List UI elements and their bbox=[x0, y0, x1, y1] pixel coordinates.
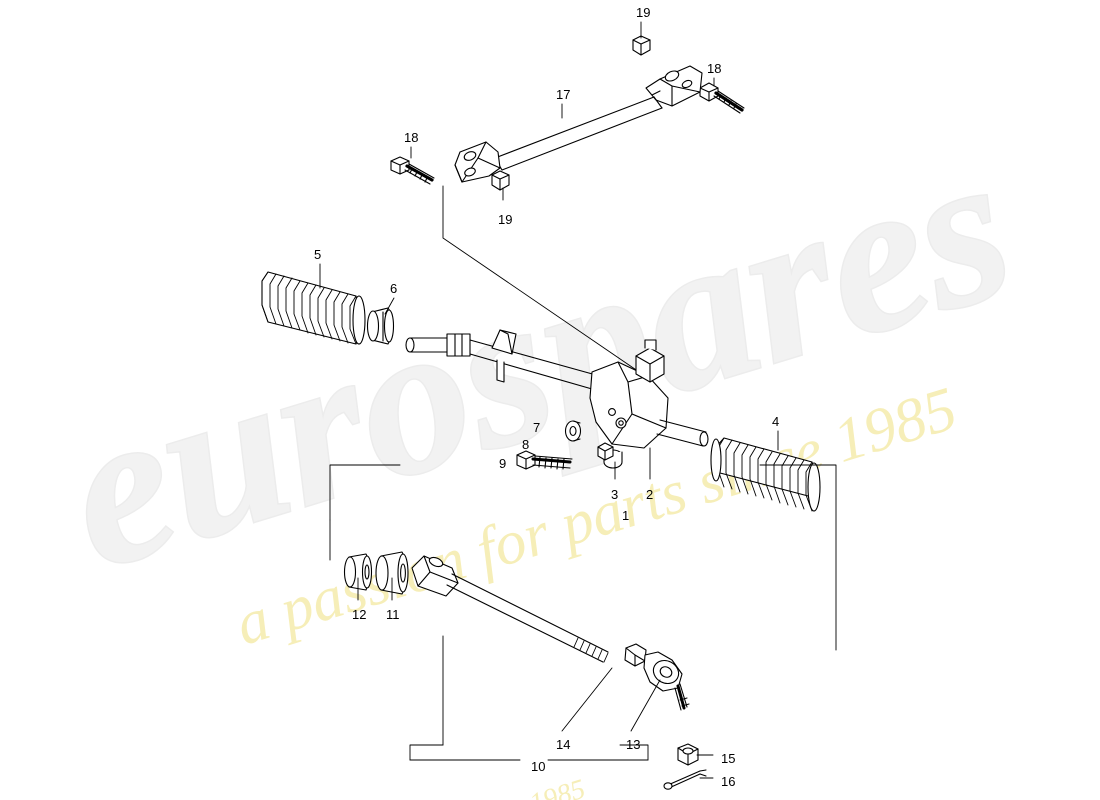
part-18-bolt-left bbox=[390, 156, 435, 185]
callout-3: 3 bbox=[611, 487, 619, 502]
callout-19: 19 bbox=[636, 5, 651, 20]
part-16-cotter-pin bbox=[663, 769, 707, 790]
leader-line-l14 bbox=[561, 667, 613, 732]
callout-1: 1 bbox=[622, 508, 630, 523]
callout-9: 9 bbox=[499, 456, 507, 471]
callout-13: 13 bbox=[626, 737, 641, 752]
callout-17: 17 bbox=[556, 87, 571, 102]
part-19-nut-top bbox=[632, 35, 651, 56]
part-6-clamp-ring bbox=[366, 307, 395, 345]
group-10-bracket bbox=[329, 464, 837, 651]
part-17-steering-shaft bbox=[454, 65, 703, 183]
part-9-bolt bbox=[516, 450, 573, 470]
leader-shaft-to-pinion bbox=[442, 185, 649, 379]
callout-4: 4 bbox=[772, 414, 780, 429]
part-18-bolt-right bbox=[699, 82, 745, 114]
callout-7: 7 bbox=[533, 420, 541, 435]
part-15-nut bbox=[677, 743, 699, 766]
part-8-nut bbox=[597, 442, 614, 461]
callout-16: 16 bbox=[721, 774, 736, 789]
callout-15: 15 bbox=[721, 751, 736, 766]
part-4-bellows-right bbox=[710, 437, 821, 512]
part-5-bellows-left bbox=[261, 271, 366, 345]
callout-19: 19 bbox=[498, 212, 513, 227]
leader-lines bbox=[319, 21, 779, 779]
part-19-nut-lower bbox=[491, 170, 510, 191]
callout-5: 5 bbox=[314, 247, 322, 262]
callout-18: 18 bbox=[707, 61, 722, 76]
callout-12: 12 bbox=[352, 607, 367, 622]
part-12-bushing bbox=[343, 553, 373, 591]
callout-18: 18 bbox=[404, 130, 419, 145]
callout-2: 2 bbox=[646, 487, 654, 502]
callout-11: 11 bbox=[386, 607, 400, 622]
callout-8: 8 bbox=[522, 437, 530, 452]
leader-line-l6 bbox=[384, 297, 395, 315]
leader-line-l13 bbox=[630, 679, 661, 732]
group-10-bottom-bracket bbox=[409, 635, 649, 761]
part-11-sleeve bbox=[375, 551, 409, 595]
callout-14: 14 bbox=[556, 737, 571, 752]
part-7-washer bbox=[564, 420, 582, 442]
callout-10: 10 bbox=[531, 759, 546, 774]
part-1-steering-gear-assembly bbox=[405, 329, 709, 469]
part-10-tie-rod-assembly bbox=[411, 555, 690, 711]
callout-6: 6 bbox=[390, 281, 398, 296]
